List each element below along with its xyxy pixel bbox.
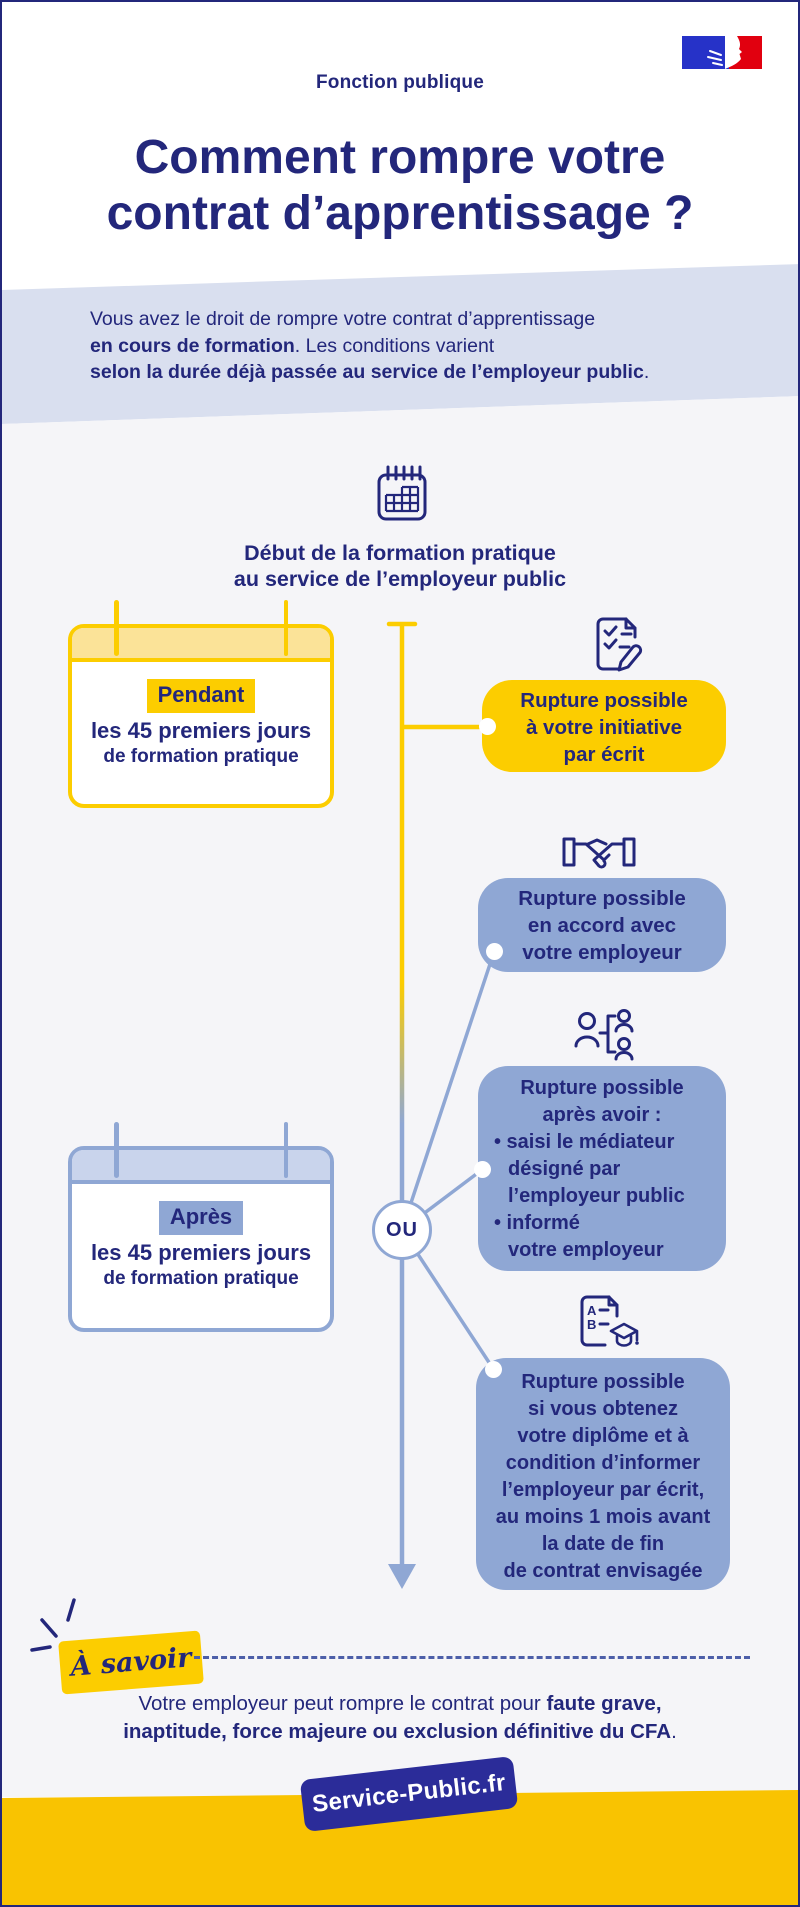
- connector-dot: [486, 943, 503, 960]
- bubble-line: après avoir :: [542, 1104, 662, 1126]
- bubble-rupture-accord: Rupture possible en accord avec votre em…: [478, 878, 726, 972]
- period-line1: les 45 premiers jours: [90, 718, 312, 743]
- timeline-heading: Début de la formation pratique au servic…: [2, 540, 798, 592]
- bubble-line: Rupture possible: [520, 1077, 684, 1099]
- connector-dot: [474, 1161, 491, 1178]
- intro-line3: selon la durée déjà passée au service de…: [90, 361, 650, 383]
- period-highlight: Après: [158, 1201, 244, 1235]
- bubble-line: à votre initiative: [525, 716, 683, 739]
- calendar-card-header: [72, 1150, 330, 1184]
- bubble-line: • saisi le médiateur: [494, 1131, 675, 1153]
- calendar-card-body: Après les 45 premiers jours de formation…: [72, 1184, 330, 1304]
- branch-accord: [400, 951, 496, 1231]
- bubble-line: si vous obtenez: [527, 1398, 679, 1420]
- bubble-line: condition d’informer: [505, 1452, 701, 1474]
- bubble-line: par écrit: [563, 743, 645, 766]
- page-title-line1: Comment rompre votre: [134, 131, 666, 184]
- dashed-divider: [194, 1656, 750, 1659]
- bubble-line: l’employeur par écrit,: [501, 1479, 705, 1501]
- bubble-line: votre diplôme et à: [517, 1425, 689, 1447]
- bubble-line: de contrat envisagée: [503, 1560, 703, 1582]
- bubble-rupture-diplome: Rupture possible si vous obtenez votre d…: [476, 1358, 730, 1590]
- bubble-line: Rupture possible: [521, 1371, 685, 1393]
- calendar-card-body: Pendant les 45 premiers jours de formati…: [72, 662, 330, 782]
- bubble-line: en accord avec: [527, 914, 677, 937]
- note-line1: Votre employeur peut rompre le contrat p…: [138, 1692, 662, 1715]
- svg-text:A: A: [587, 1303, 597, 1318]
- a-savoir-label: À savoir: [58, 1630, 204, 1695]
- mediator-people-icon: [574, 1009, 634, 1061]
- or-connector: OU: [372, 1200, 432, 1260]
- bubble-line: désigné par: [508, 1158, 621, 1180]
- period-card-pendant: Pendant les 45 premiers jours de formati…: [68, 600, 334, 808]
- calendar-binding-tick: [283, 600, 288, 656]
- period-line2: de formation pratique: [103, 746, 299, 767]
- checklist-pencil-icon: [596, 617, 643, 672]
- note-text: Votre employeur peut rompre le contrat p…: [2, 1690, 798, 1746]
- connector-dot: [479, 718, 496, 735]
- calendar-icon: [377, 465, 427, 521]
- bubble-rupture-mediateur: Rupture possible après avoir : • saisi l…: [474, 1066, 726, 1271]
- bubble-line: • informé: [494, 1212, 580, 1234]
- timeline-heading-line2: au service de l’employeur public: [233, 567, 567, 591]
- bubble-line: Rupture possible: [520, 689, 688, 712]
- note-line2: inaptitude, force majeure ou exclusion d…: [123, 1720, 677, 1743]
- intro-text: Vous avez le droit de rompre votre contr…: [90, 306, 649, 386]
- page-title-line2: contrat d’apprentissage ?: [106, 187, 694, 240]
- bubble-rupture-initiative: Rupture possible à votre initiative par …: [479, 680, 726, 772]
- calendar-card-header: [72, 628, 330, 662]
- timeline-heading-line1: Début de la formation pratique: [244, 541, 556, 565]
- calendar-binding-tick: [114, 1122, 119, 1178]
- period-line1: les 45 premiers jours: [90, 1240, 312, 1265]
- connector-dot: [485, 1361, 502, 1378]
- bubble-line: votre employeur: [508, 1239, 664, 1261]
- category-label: Fonction publique: [315, 72, 485, 93]
- timeline-arrow-icon: [388, 1564, 416, 1589]
- bubble-line: l’employeur public: [508, 1185, 685, 1207]
- intro-line1: Vous avez le droit de rompre votre contr…: [90, 308, 596, 330]
- calendar-binding-tick: [283, 1122, 288, 1178]
- page-title: Comment rompre votre contrat d’apprentis…: [2, 130, 798, 242]
- svg-text:B: B: [587, 1317, 596, 1332]
- bubble-line: votre employeur: [522, 941, 682, 964]
- period-card-apres: Après les 45 premiers jours de formation…: [68, 1122, 334, 1332]
- period-line2: de formation pratique: [103, 1268, 299, 1289]
- handshake-icon: [562, 837, 636, 869]
- period-highlight: Pendant: [146, 679, 256, 713]
- bubble-line: Rupture possible: [518, 887, 686, 910]
- intro-band: Vous avez le droit de rompre votre contr…: [2, 264, 798, 424]
- french-republic-flag-icon: [682, 36, 762, 69]
- bubble-line: au moins 1 mois avant: [495, 1506, 711, 1528]
- calendar-binding-tick: [114, 600, 119, 656]
- bubble-line: la date de fin: [541, 1533, 665, 1555]
- diploma-icon: A B: [580, 1295, 639, 1347]
- intro-line2: en cours de formation. Les conditions va…: [90, 334, 495, 357]
- spark-lines-icon: [30, 1598, 76, 1652]
